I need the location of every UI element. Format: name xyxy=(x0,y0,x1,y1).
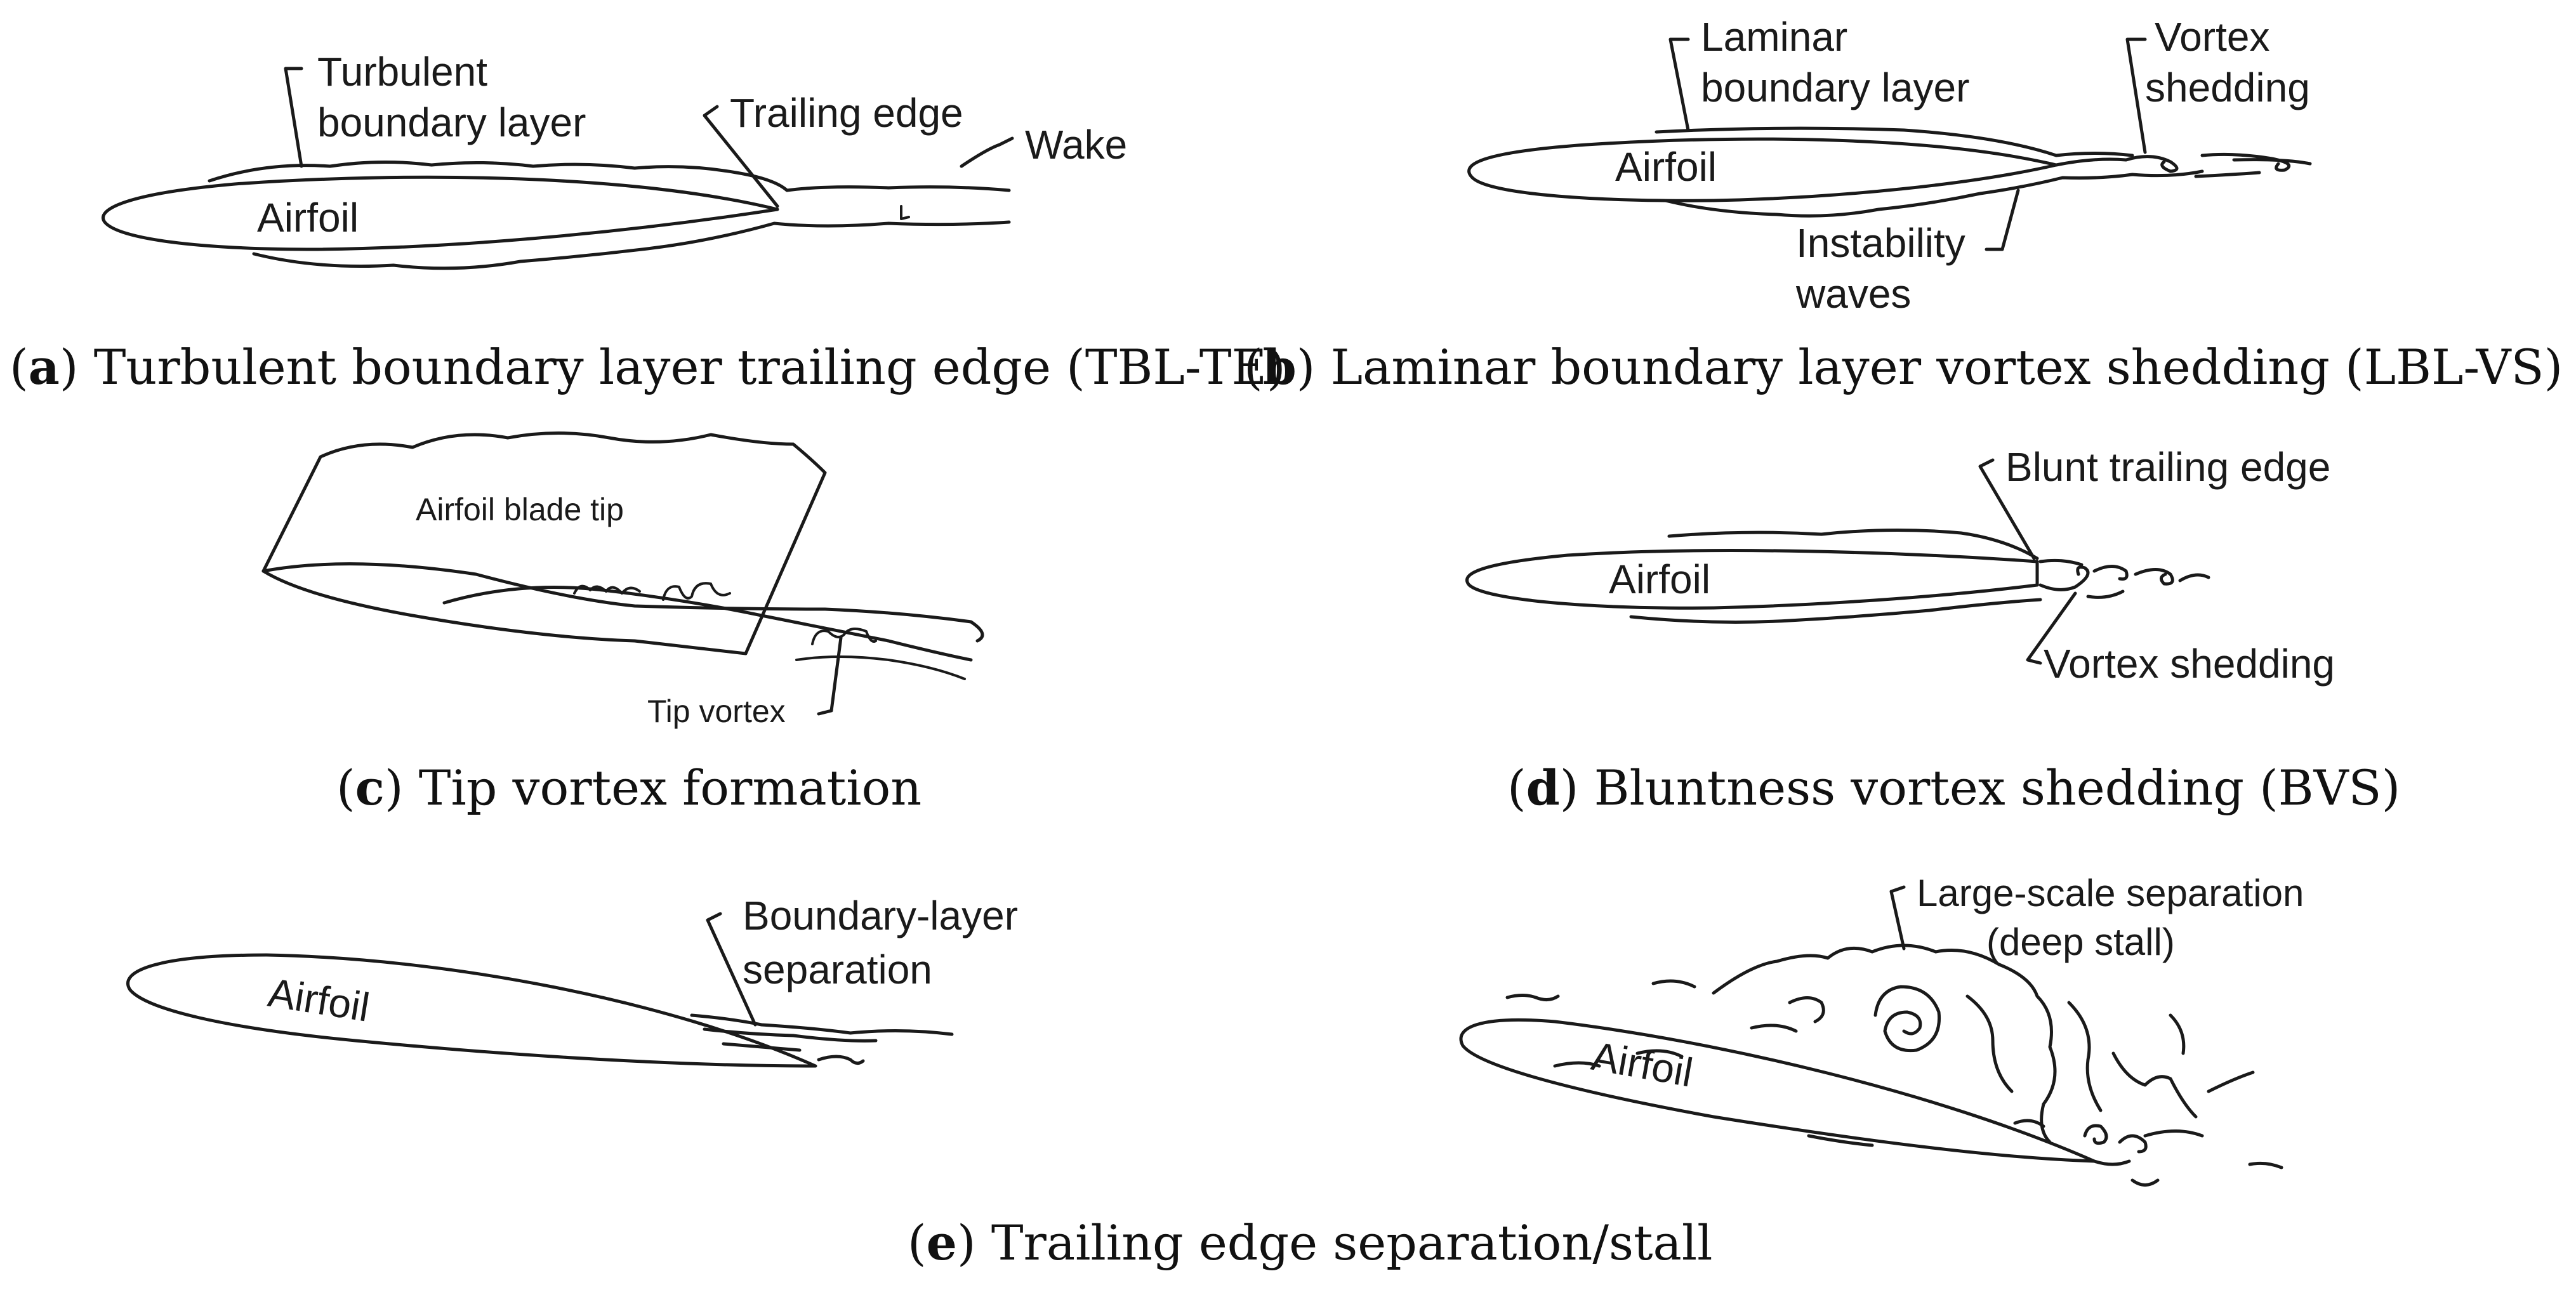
label-airfoil-a: Airfoil xyxy=(257,195,359,240)
label-lss-line2: (deep stall) xyxy=(1986,921,2175,963)
caption-a: (a) Turbulent boundary layer trailing ed… xyxy=(10,339,1286,395)
tip-vortex-wake xyxy=(795,655,966,680)
blunt-vortex-spirals xyxy=(2038,558,2210,599)
label-vortex-b-line2: shedding xyxy=(2145,65,2310,110)
wake-squiggle xyxy=(900,205,910,220)
blade-section-mid xyxy=(442,586,973,662)
leader-tip-vortex xyxy=(817,636,843,716)
tip-vortex-scribble-1 xyxy=(573,584,641,595)
label-bls-line1: Boundary-layer xyxy=(743,893,1018,938)
label-trailing-edge: Trailing edge xyxy=(730,90,963,136)
label-airfoil-d: Airfoil xyxy=(1609,556,1710,602)
label-airfoil-b: Airfoil xyxy=(1615,144,1717,190)
caption-b: (b) Laminar boundary layer vortex sheddi… xyxy=(1244,339,2563,395)
panel-c: Airfoil blade tip Tip vortex (c) Tip vor… xyxy=(261,431,984,816)
blade-section-lower xyxy=(261,569,748,655)
laminar-boundary-layer xyxy=(1655,126,2134,157)
label-blunt-te: Blunt trailing edge xyxy=(2005,444,2330,490)
leader-wake xyxy=(960,136,1014,168)
blunt-boundary-layer-lower xyxy=(1629,598,2042,624)
label-bls-line2: separation xyxy=(743,947,932,992)
label-vortex-d: Vortex shedding xyxy=(2044,641,2335,687)
panel-d: Blunt trailing edge Airfoil Vortex shedd… xyxy=(1465,444,2400,816)
leader-laminar-bl xyxy=(1668,37,1690,132)
airfoil-e-right xyxy=(1459,1018,2096,1163)
airfoil-a xyxy=(102,175,779,251)
caption-e: (e) Trailing edge separation/stall xyxy=(908,1214,1712,1271)
leader-bl-separation xyxy=(706,912,757,1027)
panel-a: Turbulent boundary layer Trailing edge W… xyxy=(10,49,1286,395)
vortex-shedding-wake xyxy=(2054,152,2312,178)
tip-vortex-scribble-2 xyxy=(662,582,731,601)
label-laminar-line1: Laminar xyxy=(1701,14,1847,60)
label-tip-vortex: Tip vortex xyxy=(647,694,786,729)
blade-section-upper xyxy=(261,562,984,643)
label-turbulent-line2: boundary layer xyxy=(317,100,586,145)
deep-stall-turbulence xyxy=(1505,944,2283,1187)
leader-instability xyxy=(1985,188,2020,251)
label-vortex-b-line1: Vortex xyxy=(2155,14,2269,60)
leader-blunt-te xyxy=(1978,458,2036,560)
label-instability-line1: Instability xyxy=(1796,220,1965,266)
blunt-boundary-layer-upper xyxy=(1667,528,2039,560)
airfoil-d xyxy=(1465,549,2039,610)
caption-d: (d) Bluntness vortex shedding (BVS) xyxy=(1507,760,2400,816)
panel-b: Laminar boundary layer Vortex shedding A… xyxy=(1244,14,2563,395)
airfoil-b xyxy=(1467,137,2058,202)
leader-vortex-b xyxy=(2125,37,2147,154)
leader-vortex-d xyxy=(2026,591,2077,665)
leader-turbulent-bl xyxy=(284,67,303,168)
turbulent-boundary-layer-upper xyxy=(208,160,1011,192)
blade-tip-outline xyxy=(261,431,827,655)
panel-e: Boundary-layer separation Airfoil Large-… xyxy=(126,872,2304,1271)
label-laminar-line2: boundary layer xyxy=(1701,65,1969,110)
bl-separation-lines xyxy=(690,1013,954,1065)
label-turbulent-line1: Turbulent xyxy=(317,49,487,95)
turbulent-boundary-layer-lower xyxy=(252,220,1011,270)
label-lss-line1: Large-scale separation xyxy=(1917,872,2304,914)
airfoil-e-left xyxy=(126,953,817,1068)
label-instability-line2: waves xyxy=(1795,271,1911,317)
caption-c: (c) Tip vortex formation xyxy=(336,760,921,816)
instability-waves-lower xyxy=(1661,169,2204,218)
label-wake: Wake xyxy=(1025,122,1127,168)
leader-trailing-edge xyxy=(703,105,779,208)
tip-vortex-scribble-3 xyxy=(811,628,877,645)
leader-large-scale xyxy=(1889,885,1906,951)
label-blade-tip: Airfoil blade tip xyxy=(416,492,624,527)
